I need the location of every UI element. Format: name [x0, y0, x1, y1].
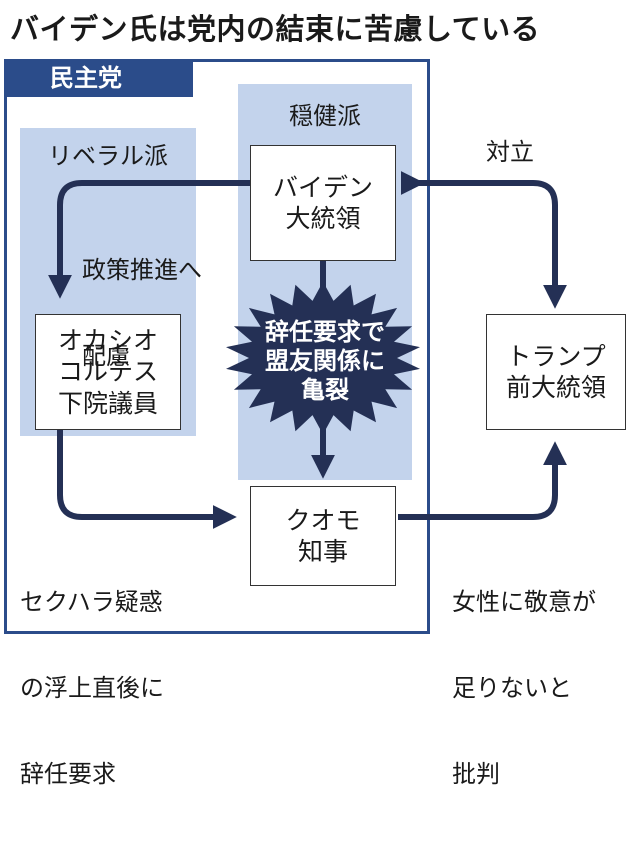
policy-consideration-label: 政策推進へ 配慮: [82, 198, 202, 428]
arrow-biden-trump-conflict: [400, 171, 567, 309]
harass-line-2: の浮上直後に: [20, 673, 164, 702]
node-biden: バイデン 大統領: [250, 145, 396, 261]
biden-title: 大統領: [285, 204, 361, 233]
trump-title: 前大統領: [505, 373, 606, 402]
democratic-party-frame: [4, 59, 430, 634]
connector-layer: [48, 171, 567, 529]
moderate-faction-label: 穏健派: [289, 102, 361, 130]
node-ocasio-cortez: オカシオ コルテス 下院議員: [35, 314, 181, 430]
ocasio-name-2: コルテス: [57, 357, 158, 387]
ocasio-name-1: オカシオ: [57, 326, 158, 356]
rift-burst-shape: [226, 281, 420, 435]
policy-line-2: 配慮: [82, 341, 130, 370]
harass-line-3: 辞任要求: [20, 760, 116, 789]
conflict-label: 対立: [486, 138, 534, 166]
arrow-cuomo-to-trump: [398, 441, 567, 520]
disrespect-line-1: 女性に敬意が: [452, 587, 596, 616]
arrow-biden-to-ocasio: [48, 180, 250, 299]
page-title: バイデン氏は党内の結束に苦慮している: [10, 12, 541, 46]
harass-line-1: セクハラ疑惑: [20, 587, 163, 616]
liberal-faction-label: リベラル派: [48, 142, 168, 170]
node-trump: トランプ 前大統領: [486, 314, 626, 430]
democratic-party-label: 民主党: [4, 59, 193, 97]
disrespect-line-3: 批判: [452, 760, 500, 789]
biden-name: バイデン: [272, 172, 373, 202]
arrow-ocasio-to-cuomo: [57, 430, 237, 529]
policy-line-1: 政策推進へ: [82, 255, 202, 284]
trump-name: トランプ: [506, 341, 606, 371]
disrespect-note: 女性に敬意が 足りないと 批判: [452, 530, 596, 847]
harassment-note: セクハラ疑惑 の浮上直後に 辞任要求: [20, 530, 164, 847]
rift-label: 辞任要求で 盟友関係に 亀裂: [238, 318, 412, 404]
cuomo-title: 知事: [297, 537, 348, 566]
diagram-canvas: バイデン氏は党内の結束に苦慮している 民主党 リベラル派 穏健派 バイデン 大統…: [4, 12, 626, 788]
cuomo-name: クオモ: [285, 505, 361, 535]
ocasio-title: 下院議員: [57, 388, 158, 418]
rift-line-2: 盟友関係に: [265, 346, 385, 375]
node-cuomo: クオモ 知事: [250, 486, 396, 586]
rift-line-1: 辞任要求で: [265, 318, 385, 346]
disrespect-line-2: 足りないと: [452, 673, 572, 702]
rift-line-3: 亀裂: [301, 375, 349, 404]
